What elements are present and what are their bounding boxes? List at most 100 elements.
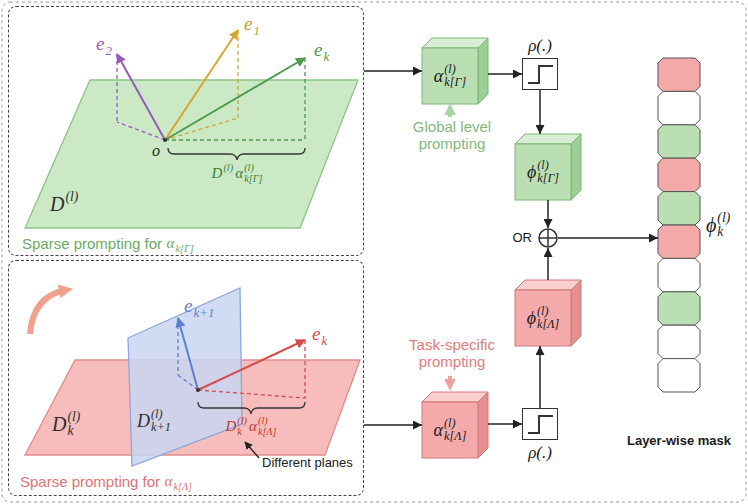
dashed-panel: D(l)Sparse prompting forαk[Γ]: [8, 6, 364, 256]
annotation-group: Task-specific prompting: [402, 336, 502, 371]
mask-label: (l): [717, 211, 730, 225]
panel-title: α: [165, 473, 173, 490]
projection-label: k[Γ]: [244, 174, 262, 185]
projection-label: (l): [223, 163, 233, 174]
block-label: (l): [444, 417, 466, 430]
vector-label: e: [244, 13, 252, 35]
function-label-group: ρ(.): [528, 36, 552, 56]
vector-label: 1: [253, 24, 259, 38]
function-label: ρ(.): [528, 36, 552, 56]
annotation: Task-specific prompting: [409, 336, 495, 370]
vector-label: k+1: [193, 306, 214, 320]
mask-label-group: ϕ(l)k: [706, 211, 730, 240]
plane-label: (l): [67, 410, 80, 424]
layer-mask: [658, 58, 700, 392]
mask-cube: ϕ(l)k[Γ]: [515, 134, 581, 200]
plane-label-group: D(l)k: [52, 410, 80, 439]
vector-label: k: [321, 334, 327, 348]
panel-title-group: Sparse prompting for αk[Γ]: [22, 233, 194, 254]
mask-caption-group: Layer-wise mask: [627, 434, 731, 449]
block-label: α: [434, 66, 443, 87]
vector-label-group: ek: [312, 320, 327, 347]
panel-title: Sparse prompting for: [22, 235, 162, 252]
connector-arrow: [547, 248, 549, 280]
step-function: [523, 409, 559, 441]
projection-label: D: [212, 165, 223, 182]
vector-label-group: ek+1: [184, 292, 214, 319]
plane-label: k+1: [151, 421, 171, 434]
block-label-group: α(l)k[Γ]: [434, 63, 466, 89]
origin-label-group: o: [152, 142, 160, 160]
prompt-cube: α(l)k[Λ]: [422, 392, 488, 458]
panel-title: k[Λ]: [173, 482, 192, 493]
function-label: ρ(.): [528, 443, 552, 463]
mask-label: k: [717, 225, 730, 239]
or-operator: [538, 228, 558, 248]
panel-title: k[Γ]: [175, 244, 193, 255]
step-function: [523, 59, 559, 91]
block-label: k[Γ]: [444, 76, 466, 89]
block-label-group: ϕ(l)k[Γ]: [527, 159, 559, 185]
block-label: k[Λ]: [537, 318, 559, 331]
connector-arrow: [364, 424, 422, 426]
block-label: k[Λ]: [444, 430, 466, 443]
operator-label-group: OR: [513, 231, 533, 246]
projection-label: D: [225, 418, 236, 435]
panel-title: α: [167, 235, 175, 252]
vector-label: e: [314, 39, 322, 61]
vector-label: e: [184, 295, 192, 317]
annotation: Different planes: [262, 456, 353, 471]
annotation: Global level prompting: [413, 118, 491, 152]
plane-label: (l): [151, 408, 171, 421]
vector-label: e: [96, 33, 104, 55]
projection-label-group: D(l)kα(l)k[Λ]: [225, 416, 276, 437]
projection-label-group: D(l)α(l)k[Γ]: [212, 163, 263, 184]
annotation-group: Global level prompting: [402, 118, 502, 153]
connector-arrow: [364, 70, 422, 72]
vector-label-group: ek: [314, 36, 329, 63]
vector-label-group: e1: [244, 10, 260, 37]
projection-label: α: [249, 418, 257, 435]
operator-label: OR: [513, 231, 533, 246]
panel-title: Sparse prompting for: [20, 473, 160, 490]
block-label: ϕ: [527, 308, 536, 329]
connector-arrow: [539, 90, 541, 134]
vector-label-group: e2: [96, 30, 112, 57]
plane-label-group: D(l): [50, 190, 78, 219]
plane-label: D: [50, 193, 64, 216]
block-label: ϕ: [527, 162, 536, 183]
prompt-cube: α(l)k[Γ]: [422, 38, 488, 104]
vector-label: 2: [105, 44, 111, 58]
step-function: ρ(.): [522, 58, 558, 90]
block-label: (l): [537, 159, 559, 172]
panel-title-group: Sparse prompting for αk[Λ]: [20, 471, 192, 492]
plane-label: (l): [65, 190, 78, 204]
mask-caption: Layer-wise mask: [627, 434, 731, 449]
vector-label: k: [323, 50, 329, 64]
projection-label: k: [237, 427, 247, 438]
block-label: (l): [444, 63, 466, 76]
step-function: ρ(.): [522, 408, 558, 440]
or-operator: OR: [538, 228, 558, 248]
block-label: (l): [537, 305, 559, 318]
block-label-group: α(l)k[Λ]: [434, 417, 467, 443]
projection-label: (l): [258, 416, 277, 427]
plane-label: D: [137, 411, 150, 432]
plane-label: D: [52, 413, 66, 436]
vector-label: e: [312, 323, 320, 345]
projection-label: α: [235, 165, 243, 182]
connector-arrow: [547, 200, 549, 228]
connector-arrow: [558, 237, 658, 239]
projection-label: k[Λ]: [258, 427, 277, 438]
annotation-group: Different planes: [262, 456, 353, 471]
block-label-group: ϕ(l)k[Λ]: [527, 305, 560, 331]
block-label: α: [434, 420, 443, 441]
connector-arrow: [488, 423, 522, 425]
plane-label-group: D(l)k+1: [137, 408, 171, 434]
connector-arrow: [488, 73, 522, 75]
projection-label: (l): [244, 163, 262, 174]
function-label-group: ρ(.): [528, 443, 552, 463]
projection-label: (l): [237, 416, 247, 427]
layer-mask: ϕ(l)kLayer-wise mask: [658, 58, 700, 392]
mask-cube: ϕ(l)k[Λ]: [515, 280, 581, 346]
